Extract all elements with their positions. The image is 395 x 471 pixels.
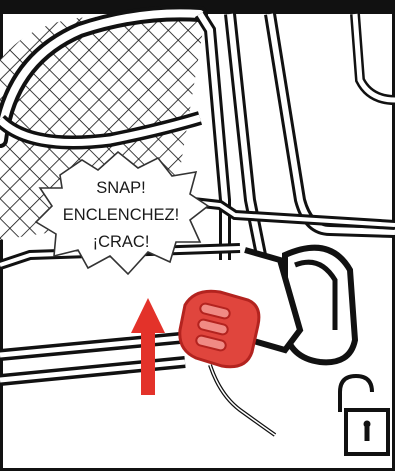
tube-mid-inner	[230, 14, 262, 260]
padlock-unlocked-icon	[340, 376, 388, 454]
burst-line-snap: SNAP!	[96, 179, 146, 197]
cord-outer	[210, 365, 275, 435]
cord-inner	[210, 365, 275, 435]
burst-line-enclenchez: ENCLENCHEZ!	[63, 206, 179, 224]
tube-far-right-outer	[355, 14, 395, 100]
bar-lower-2-inner	[0, 362, 185, 380]
tube-right-inner	[270, 14, 395, 232]
release-button	[180, 291, 259, 366]
burst-line-crac: ¡CRAC!	[93, 233, 150, 251]
